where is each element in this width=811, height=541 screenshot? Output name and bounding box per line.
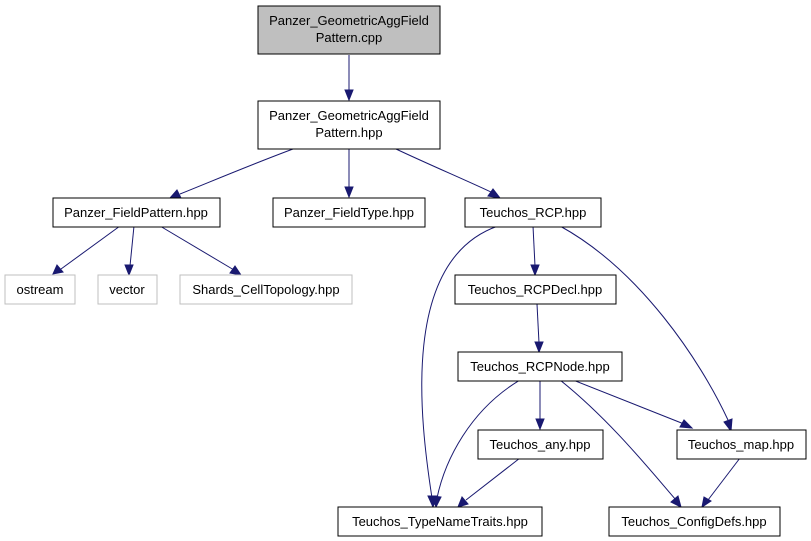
node-teuchos-map[interactable]: Teuchos_map.hpp bbox=[676, 429, 807, 460]
edge-arrowhead bbox=[124, 264, 134, 277]
edge-rcp-to-type-name-traits bbox=[421, 225, 499, 499]
node-root-cpp[interactable]: Panzer_GeometricAggField Pattern.cpp bbox=[257, 5, 441, 55]
node-teuchos-rcp[interactable]: Teuchos_RCP.hpp bbox=[464, 197, 602, 228]
edge-rcp-node-to-type-name-traits bbox=[436, 379, 521, 499]
edge-arrowhead bbox=[52, 264, 64, 275]
edge-arrowhead bbox=[534, 341, 544, 354]
edge-arrowhead bbox=[487, 188, 502, 199]
node-rcp-decl[interactable]: Teuchos_RCPDecl.hpp bbox=[454, 274, 617, 305]
edge-arrowhead bbox=[670, 495, 682, 508]
edge-agg-to-field-pattern bbox=[179, 148, 294, 195]
edge-arrowhead bbox=[535, 418, 545, 431]
node-field-pattern[interactable]: Panzer_FieldPattern.hpp bbox=[52, 197, 221, 228]
node-shards-cell-topology[interactable]: Shards_CellTopology.hpp bbox=[179, 274, 353, 305]
node-label: Teuchos_TypeNameTraits.hpp bbox=[352, 514, 528, 529]
node-label: Teuchos_RCP.hpp bbox=[480, 205, 587, 220]
edge-arrowhead bbox=[344, 186, 354, 199]
edge-arrowhead bbox=[457, 496, 469, 508]
node-label: vector bbox=[109, 282, 145, 297]
edge-arrowhead bbox=[530, 264, 540, 277]
edge-map-to-config-defs bbox=[707, 457, 741, 501]
edge-rcp-decl-to-rcp-node bbox=[536, 303, 540, 344]
node-label: Teuchos_RCPNode.hpp bbox=[470, 359, 609, 374]
edge-arrowhead bbox=[229, 265, 243, 276]
edge-arrowhead bbox=[723, 418, 733, 433]
edge-arrowhead bbox=[679, 419, 694, 429]
node-ostream[interactable]: ostream bbox=[4, 274, 76, 305]
edge-field-pattern-to-ostream bbox=[60, 225, 121, 270]
node-label: Shards_CellTopology.hpp bbox=[192, 282, 339, 297]
node-label: ostream bbox=[17, 282, 64, 297]
node-label: Panzer_GeometricAggField bbox=[269, 13, 429, 28]
node-config-defs[interactable]: Teuchos_ConfigDefs.hpp bbox=[608, 506, 781, 537]
edge-any-to-type-name-traits bbox=[465, 457, 521, 501]
node-field-type[interactable]: Panzer_FieldType.hpp bbox=[272, 197, 426, 228]
edge-agg-to-teuchos-rcp bbox=[395, 148, 494, 194]
edge-arrowhead bbox=[344, 89, 354, 102]
edge-rcp-to-rcp-decl bbox=[532, 225, 536, 267]
node-label: Panzer_FieldPattern.hpp bbox=[64, 205, 208, 220]
node-label: Teuchos_ConfigDefs.hpp bbox=[621, 514, 766, 529]
edge-field-pattern-to-vector bbox=[129, 225, 135, 267]
node-agg-hpp[interactable]: Panzer_GeometricAggField Pattern.hpp bbox=[257, 100, 441, 150]
node-label: Panzer_FieldType.hpp bbox=[284, 205, 414, 220]
node-label: Teuchos_any.hpp bbox=[490, 437, 591, 452]
edge-arrowhead bbox=[701, 496, 712, 509]
edge-arrowhead bbox=[431, 495, 442, 509]
edge-arrowhead bbox=[168, 189, 182, 199]
node-label: Pattern.hpp bbox=[315, 125, 382, 140]
node-label: Pattern.cpp bbox=[316, 30, 383, 45]
edge-rcp-node-to-map bbox=[572, 379, 685, 425]
edge-rcp-to-map bbox=[559, 225, 729, 421]
nodes: Panzer_GeometricAggField Pattern.cpp Pan… bbox=[4, 5, 807, 537]
edge-field-pattern-to-shards bbox=[159, 225, 235, 271]
node-label: Teuchos_map.hpp bbox=[688, 437, 794, 452]
node-label: Teuchos_RCPDecl.hpp bbox=[468, 282, 602, 297]
node-vector[interactable]: vector bbox=[97, 274, 158, 305]
node-type-name-traits[interactable]: Teuchos_TypeNameTraits.hpp bbox=[337, 506, 543, 537]
edges bbox=[52, 55, 741, 509]
edge-rcp-node-to-config-defs bbox=[559, 379, 677, 501]
node-teuchos-any[interactable]: Teuchos_any.hpp bbox=[477, 429, 604, 460]
node-label: Panzer_GeometricAggField bbox=[269, 108, 429, 123]
node-rcp-node[interactable]: Teuchos_RCPNode.hpp bbox=[457, 351, 623, 382]
